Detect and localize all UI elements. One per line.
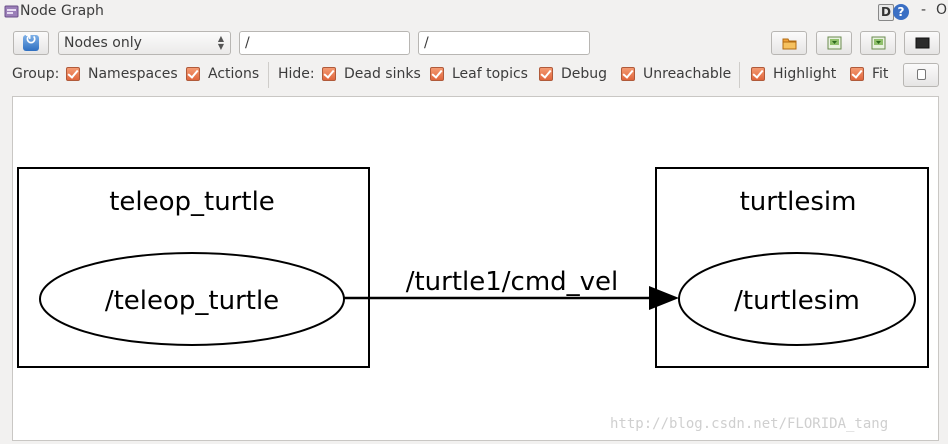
save-image-icon <box>827 36 842 50</box>
graph-canvas[interactable]: teleop_turtle /teleop_turtle /turtle1/cm… <box>12 96 939 441</box>
refresh-icon <box>23 32 39 51</box>
dead-sinks-label[interactable]: Dead sinks <box>344 66 421 82</box>
graph-mode-value: Nodes only <box>64 35 142 51</box>
dead-sinks-checkbox[interactable] <box>322 67 336 81</box>
cluster-label-teleop-turtle: teleop_turtle <box>109 187 275 217</box>
refresh-button[interactable] <box>13 31 49 55</box>
hide-label: Hide: <box>278 66 315 82</box>
group-label: Group: <box>12 66 60 82</box>
help-icon[interactable]: ? <box>893 4 909 20</box>
actions-checkbox[interactable] <box>186 67 200 81</box>
save-dot-button[interactable] <box>816 31 852 55</box>
image-icon <box>915 37 930 49</box>
unreachable-checkbox[interactable] <box>621 67 635 81</box>
cluster-label-turtlesim: turtlesim <box>740 187 857 217</box>
highlight-label[interactable]: Highlight <box>773 66 837 82</box>
save-image-icon <box>871 36 886 50</box>
graph-mode-select[interactable]: Nodes only ▲▼ <box>58 31 231 55</box>
node-label-turtlesim: /turtlesim <box>734 286 860 316</box>
cluster-turtlesim[interactable] <box>655 167 929 368</box>
load-dot-button[interactable] <box>771 31 807 55</box>
namespace-filter-input[interactable]: / <box>239 31 410 55</box>
cluster-teleop-turtle[interactable] <box>17 167 370 368</box>
leaf-topics-checkbox[interactable] <box>430 67 444 81</box>
namespaces-label[interactable]: Namespaces <box>88 66 178 82</box>
close-button[interactable]: O <box>936 2 948 18</box>
node-turtlesim[interactable] <box>678 252 916 346</box>
save-image-button[interactable] <box>904 31 940 55</box>
debug-label[interactable]: Debug <box>561 66 608 82</box>
minimize-button[interactable]: - <box>921 2 927 18</box>
unreachable-label[interactable]: Unreachable <box>643 66 732 82</box>
save-svg-button[interactable] <box>860 31 896 55</box>
node-label-teleop-turtle: /teleop_turtle <box>105 286 279 316</box>
separator <box>739 62 740 88</box>
actions-label[interactable]: Actions <box>208 66 260 82</box>
separator <box>268 62 269 88</box>
highlight-checkbox[interactable] <box>751 67 765 81</box>
edge-arrowhead <box>649 286 679 310</box>
app-icon <box>4 5 19 18</box>
combo-arrows-icon: ▲▼ <box>217 34 224 51</box>
folder-icon <box>782 38 797 50</box>
fit-label[interactable]: Fit <box>872 66 889 82</box>
debug-checkbox[interactable] <box>539 67 553 81</box>
namespaces-checkbox[interactable] <box>66 67 80 81</box>
window-title: Node Graph <box>20 3 104 19</box>
graph-svg: teleop_turtle /teleop_turtle /turtle1/cm… <box>17 167 929 368</box>
topic-filter-input[interactable]: / <box>418 31 590 55</box>
watermark: http://blog.csdn.net/FLORIDA_tang <box>610 416 889 432</box>
title-bar: Node Graph D ? - O <box>0 0 948 24</box>
leaf-topics-label[interactable]: Leaf topics <box>452 66 528 82</box>
fit-checkbox[interactable] <box>850 67 864 81</box>
fit-view-button[interactable] <box>903 63 939 87</box>
dock-button[interactable]: D <box>878 4 894 21</box>
fit-view-icon <box>917 69 926 80</box>
edge-label: /turtle1/cmd_vel <box>406 267 619 297</box>
